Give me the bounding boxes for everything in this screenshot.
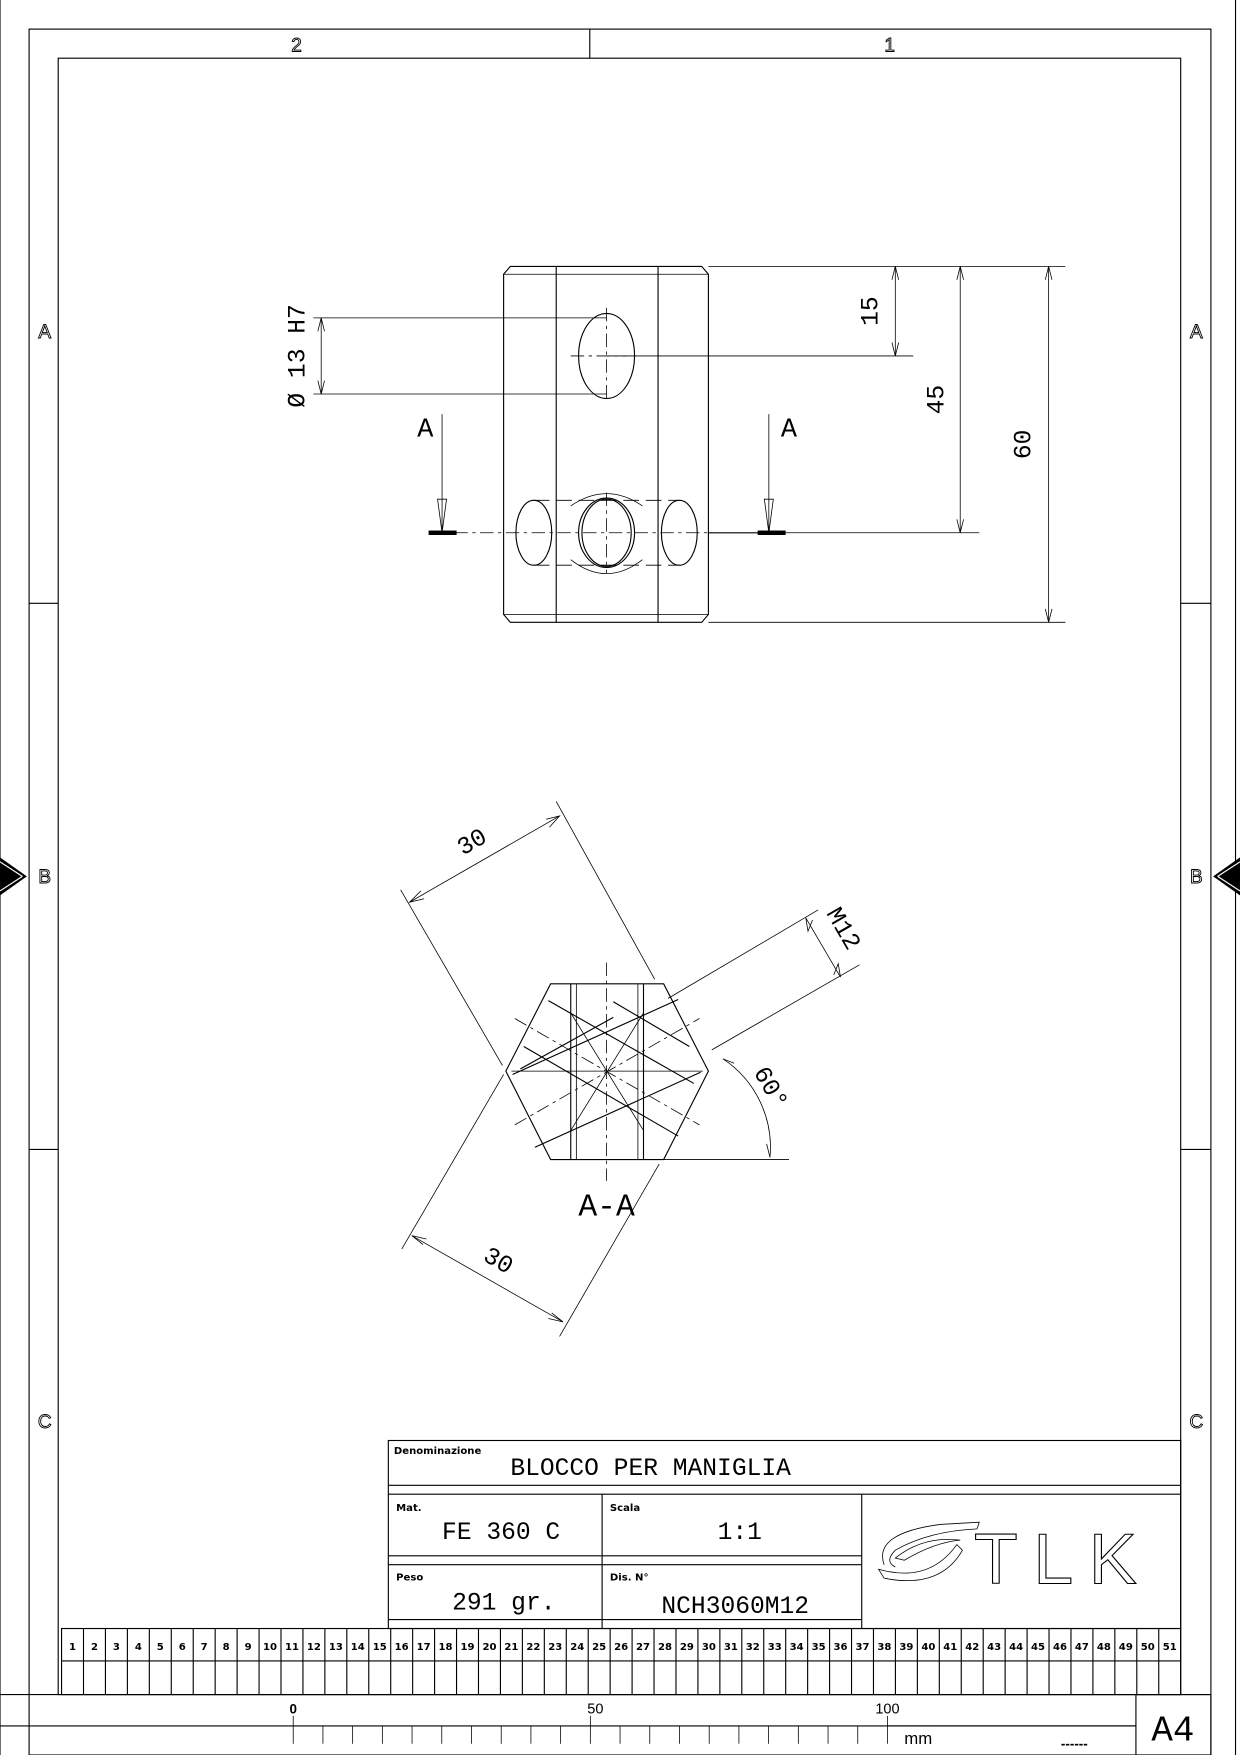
row-label-b-left: B (38, 867, 51, 888)
material-label: Mat. (396, 1503, 421, 1514)
grid-number: 35 (812, 1642, 826, 1653)
sheet-size: A4 (1151, 1710, 1194, 1751)
row-label-c-left: C (38, 1412, 52, 1433)
grid-number: 27 (636, 1642, 650, 1653)
grid-number: 14 (351, 1642, 365, 1653)
grid-number: 43 (987, 1642, 1001, 1653)
grid-number: 32 (746, 1642, 760, 1653)
section-title: A-A (578, 1191, 635, 1226)
grid-number: 37 (855, 1642, 869, 1653)
grid-number: 39 (899, 1642, 913, 1653)
grid-number: 19 (461, 1642, 475, 1653)
grid-number: 36 (834, 1642, 848, 1653)
hole-diameter-dimension: Ø 13 H7 (285, 304, 312, 407)
grid-number: 45 (1031, 1642, 1045, 1653)
grid-number: 16 (395, 1642, 409, 1653)
grid-number: 5 (157, 1642, 164, 1653)
grid-number: 3 (113, 1642, 120, 1653)
grid-number: 24 (570, 1642, 584, 1653)
grid-number: 38 (877, 1642, 891, 1653)
grid-number: 40 (921, 1642, 935, 1653)
column-label-2: 2 (291, 35, 302, 56)
drawing-number: NCH3060M12 (661, 1594, 809, 1621)
material-value: FE 360 C (442, 1520, 560, 1547)
grid-number: 22 (526, 1642, 540, 1653)
row-label-c-right: C (1189, 1412, 1203, 1433)
grid-number: 49 (1119, 1642, 1133, 1653)
grid-number: 44 (1009, 1642, 1023, 1653)
grid-number: 50 (1141, 1642, 1155, 1653)
section-marker-right: A (781, 416, 798, 446)
centering-mark-right (1213, 857, 1240, 896)
row-label-b-right: B (1190, 867, 1203, 888)
grid-number: 4 (135, 1642, 142, 1653)
ruler-unit: mm (904, 1729, 932, 1748)
grid-number: 23 (548, 1642, 562, 1653)
scale-value: 1:1 (718, 1520, 762, 1547)
grid-number: 21 (504, 1642, 518, 1653)
dimension-60: 60 (1012, 430, 1039, 460)
grid-number: 30 (702, 1642, 716, 1653)
row-label-a-left: A (38, 322, 51, 343)
grid-number: 29 (680, 1642, 694, 1653)
grid-number: 18 (439, 1642, 453, 1653)
grid-number: 6 (179, 1642, 186, 1653)
ruler-label-100: 100 (875, 1702, 899, 1718)
dimension-45: 45 (924, 385, 951, 415)
grid-number: 17 (417, 1642, 431, 1653)
ruler-label-50: 50 (587, 1702, 603, 1718)
dimension-30-bottom: 30 (478, 1243, 517, 1281)
grid-number: 20 (482, 1642, 496, 1653)
grid-number: 28 (658, 1642, 672, 1653)
weight-label: Peso (396, 1572, 423, 1583)
grid-number: 11 (285, 1642, 299, 1653)
ruler-placeholder: ------ (1061, 1736, 1088, 1751)
grid-number: 7 (201, 1642, 208, 1653)
grid-number: 48 (1097, 1642, 1111, 1653)
company-logo: TLK (877, 1519, 1152, 1600)
grid-number: 9 (245, 1642, 252, 1653)
grid-number: 46 (1053, 1642, 1067, 1653)
section-view: 30 30 M12 60° A-A (400, 801, 865, 1337)
grid-number: 26 (614, 1642, 628, 1653)
scale-label: Scala (610, 1503, 640, 1514)
column-label-1: 1 (884, 35, 895, 56)
grid-number: 25 (592, 1642, 606, 1653)
grid-number: 47 (1075, 1642, 1089, 1653)
top-view: A A Ø 13 H7 15 45 60 (285, 265, 1066, 623)
grid-number: 34 (790, 1642, 804, 1653)
thread-dimension: M12 (819, 904, 865, 956)
grid-number: 13 (329, 1642, 343, 1653)
ruler-label-0: 0 (289, 1702, 296, 1717)
denominazione-label: Denominazione (394, 1446, 482, 1457)
grid-number: 51 (1163, 1642, 1177, 1653)
grid-number: 1 (69, 1642, 76, 1653)
grid-number: 12 (307, 1642, 321, 1653)
scale-ruler: 0 50 100 mm ------ (289, 1702, 1136, 1751)
row-label-a-right: A (1190, 322, 1203, 343)
grid-number: 2 (91, 1642, 98, 1653)
grid-number: 8 (223, 1642, 230, 1653)
dimension-30-top: 30 (453, 825, 492, 863)
title-block: Denominazione BLOCCO PER MANIGLIA Mat. F… (387, 1439, 1182, 1630)
drawing-number-label: Dis. N° (610, 1572, 649, 1583)
sheet-size-box: A4 (1135, 1694, 1212, 1755)
dimension-15: 15 (858, 296, 885, 326)
grid-number: 15 (373, 1642, 387, 1653)
part-name: BLOCCO PER MANIGLIA (510, 1456, 791, 1483)
grid-number: 31 (724, 1642, 738, 1653)
section-marker-left: A (417, 416, 434, 446)
grid-number: 33 (768, 1642, 782, 1653)
grid-number: 42 (965, 1642, 979, 1653)
weight-value: 291 gr. (452, 1590, 555, 1617)
centering-mark-left (0, 857, 27, 896)
company-logo-text: TLK (974, 1520, 1152, 1600)
angle-dimension: 60° (746, 1063, 792, 1115)
grid-number: 41 (943, 1642, 957, 1653)
grid-number: 10 (263, 1642, 277, 1653)
